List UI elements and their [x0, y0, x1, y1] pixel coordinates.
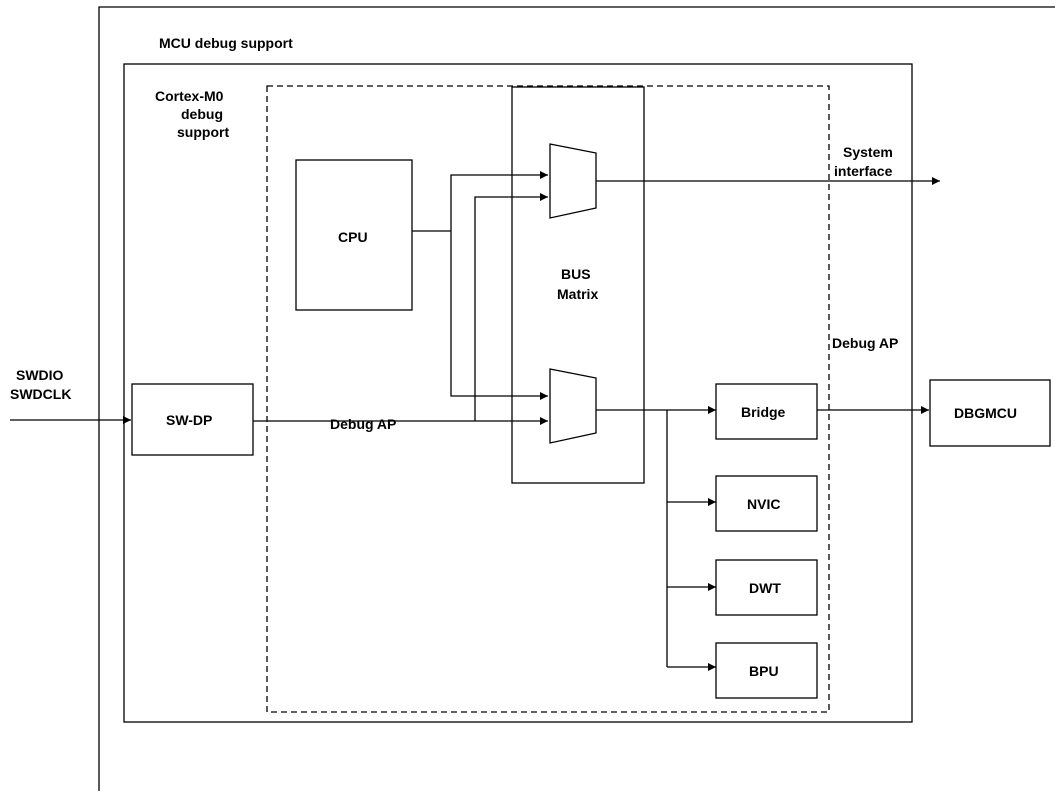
debug-ap-region-label: Debug AP — [832, 335, 898, 351]
bus-matrix-box — [511, 86, 645, 484]
cortex-m0-label: Cortex-M0 debug support — [155, 88, 229, 140]
debug-mux — [549, 368, 597, 444]
bpu-block — [715, 642, 818, 699]
cpu-to-debug-mux — [450, 231, 548, 400]
dbgmcu-label: DBGMCU — [954, 405, 1017, 421]
debug-ap-label: Debug AP — [330, 416, 396, 432]
bridge-label: Bridge — [741, 404, 786, 420]
bridge-block — [715, 383, 818, 440]
cpu-block — [295, 159, 413, 311]
bpu-label: BPU — [749, 663, 779, 679]
dbgmcu-block — [929, 379, 1051, 447]
nvic-block — [715, 475, 818, 532]
cortex-m0-region — [266, 85, 830, 713]
sw-dp-block — [131, 383, 254, 456]
mcu-outer-frame — [98, 6, 1055, 791]
dwt-block — [715, 559, 818, 616]
mcu-debug-support-label: MCU debug support — [159, 35, 293, 51]
swd-pins-label: SWDIO SWDCLK — [10, 367, 71, 402]
cpu-to-system-mux — [450, 171, 548, 231]
cpu-label: CPU — [338, 229, 368, 245]
debug-ap-to-system-mux — [474, 193, 548, 421]
dwt-label: DWT — [749, 580, 781, 596]
system-interface-label: System interface — [834, 144, 897, 179]
mcu-inner-box — [123, 63, 913, 723]
system-mux — [549, 143, 597, 219]
bus-matrix-label: BUS Matrix — [557, 266, 598, 302]
sw-dp-label: SW-DP — [166, 412, 212, 428]
nvic-label: NVIC — [747, 496, 780, 512]
